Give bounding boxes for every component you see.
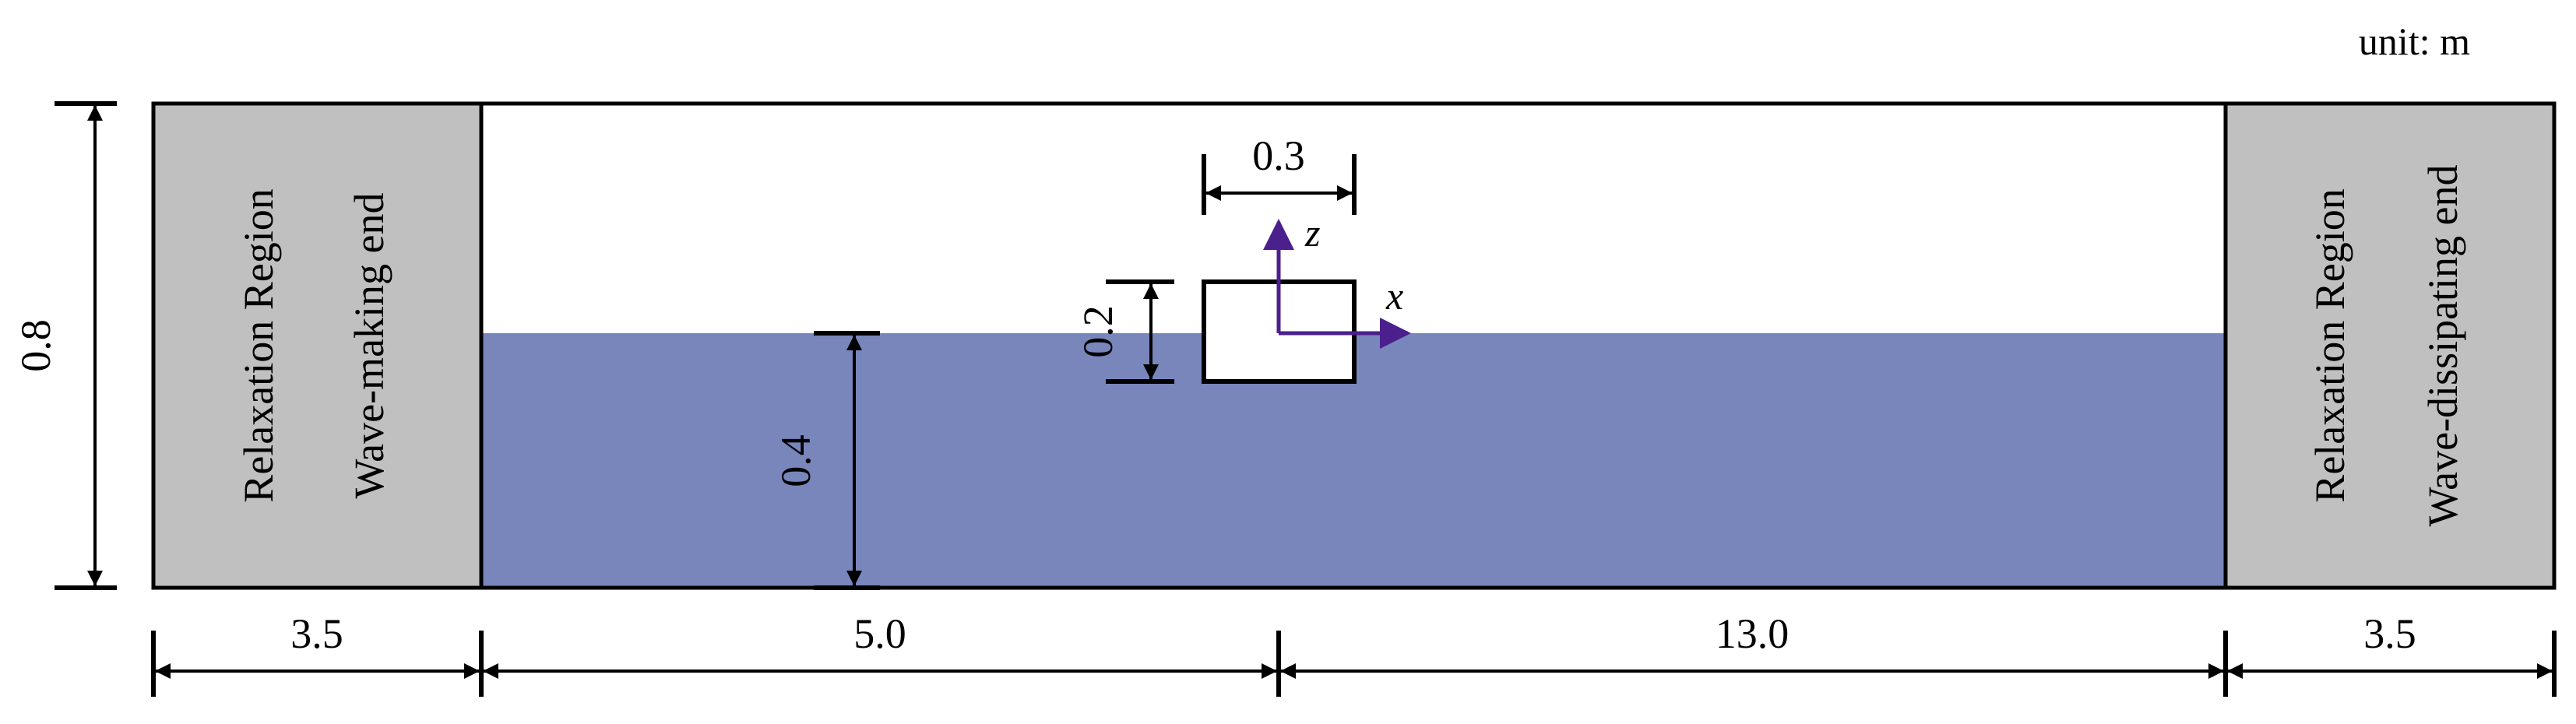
- body-width-dimension: [1202, 154, 1357, 215]
- bottom-dimension-ticks: [151, 631, 2557, 697]
- body-height-label: 0.2: [1075, 305, 1121, 358]
- body-height-dimension: [1106, 279, 1174, 384]
- water-depth-label: 0.4: [772, 434, 819, 487]
- left-relaxation-region: [153, 104, 481, 588]
- right-relaxation-region: [2226, 104, 2554, 588]
- right-relaxation-length-label: 3.5: [2363, 610, 2416, 657]
- body-width-label: 0.3: [1252, 132, 1305, 179]
- left-region-label-line2: Wave-making end: [346, 192, 392, 498]
- tank-height-dimension: [55, 101, 117, 590]
- left-relaxation-length-label: 3.5: [290, 610, 343, 657]
- unit-label: unit: m: [2359, 19, 2470, 63]
- x-axis-label: x: [1385, 274, 1403, 318]
- tank-height-label: 0.8: [12, 319, 59, 372]
- left-region-label-line1: Relaxation Region: [235, 188, 282, 502]
- downstream-length-label: 13.0: [1716, 610, 1789, 657]
- water-depth-dimension: [814, 331, 880, 590]
- upstream-length-label: 5.0: [853, 610, 906, 657]
- z-axis-label: z: [1304, 211, 1320, 255]
- right-region-label-line2: Wave-dissipating end: [2419, 164, 2466, 526]
- right-region-label-line1: Relaxation Region: [2307, 188, 2353, 502]
- tank-outline: [151, 101, 2557, 590]
